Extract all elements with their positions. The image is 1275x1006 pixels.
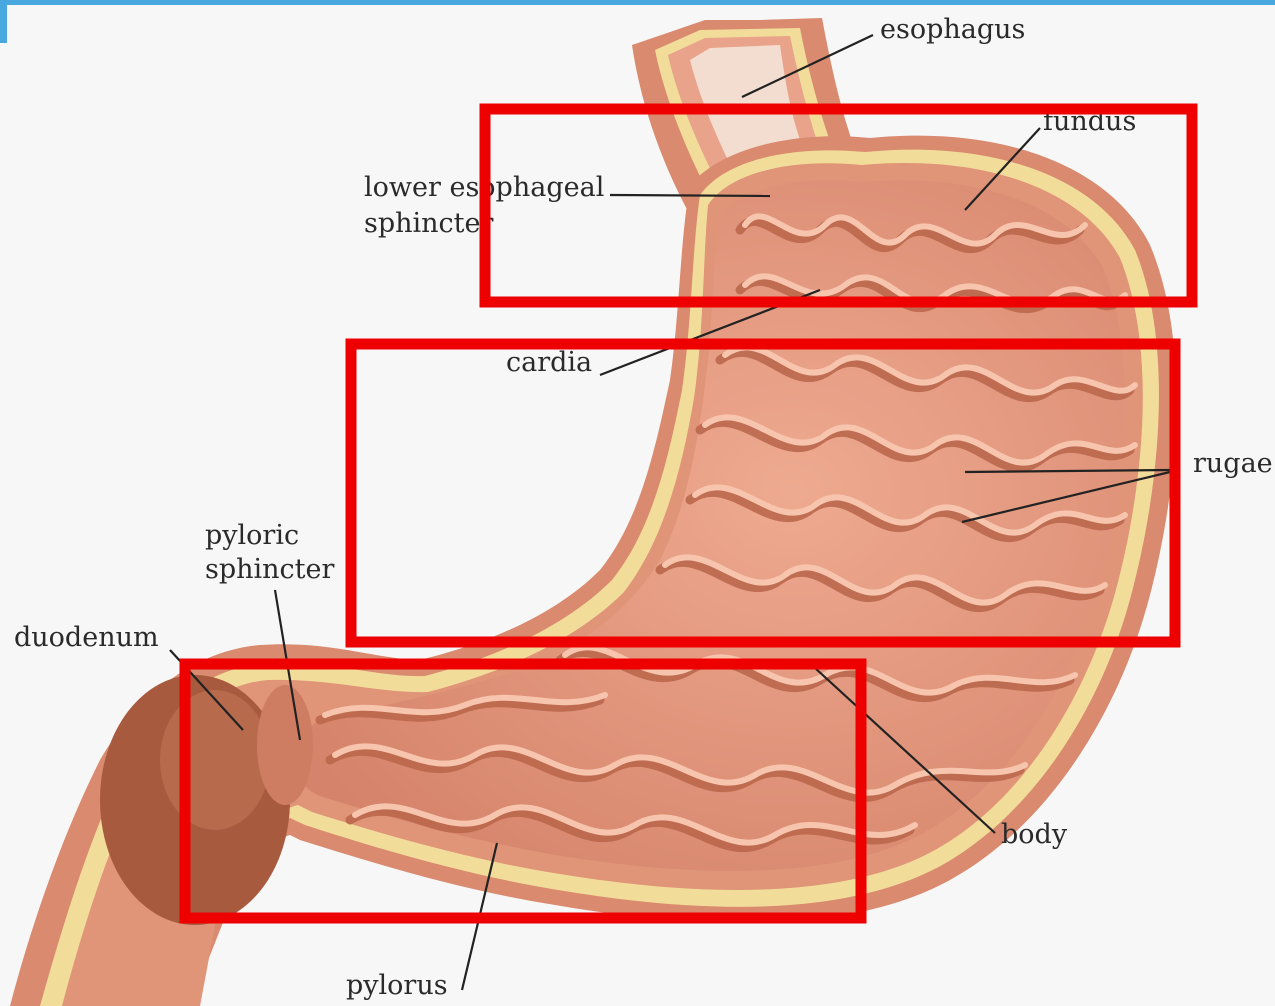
cardia-label: cardia [506, 347, 592, 378]
rugae-label: rugae [1193, 448, 1273, 479]
lower-esophageal-sphincter-leader [610, 195, 770, 196]
body-label: body [1001, 819, 1068, 850]
lower-esophageal-sphincter-label-line2: sphincter [364, 208, 494, 239]
esophagus-label: esophagus [880, 14, 1025, 45]
duodenum-cavity-shade [160, 690, 270, 830]
pyloric-sphincter-label-line2: sphincter [205, 554, 335, 585]
pyloric-sphincter-ring [257, 685, 313, 805]
pyloric-sphincter-label-line1: pyloric [205, 520, 299, 551]
duodenum-label: duodenum [14, 622, 159, 653]
pylorus-label: pylorus [346, 970, 448, 1001]
